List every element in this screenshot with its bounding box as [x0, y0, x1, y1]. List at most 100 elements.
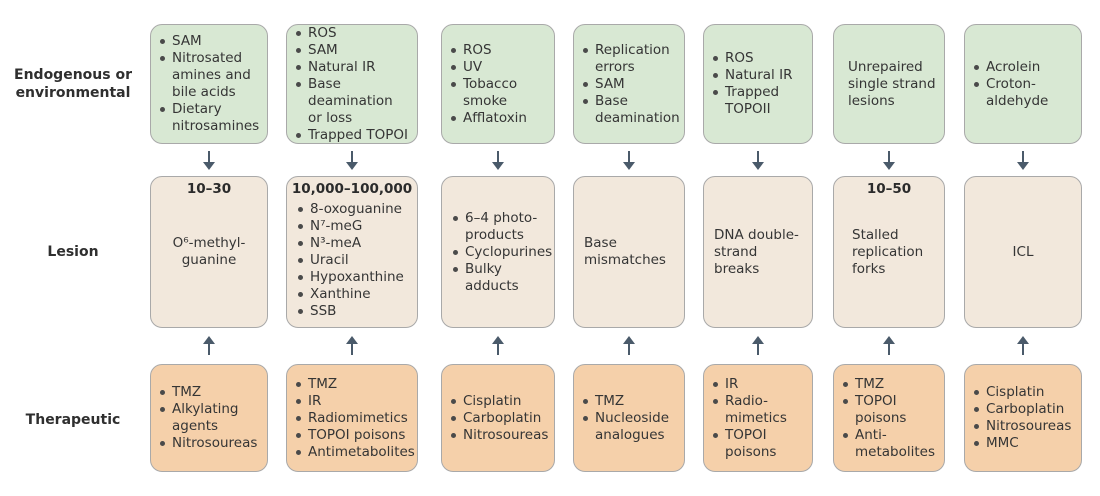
list-item: ROS [295, 25, 409, 42]
arrow-down-icon [751, 151, 765, 171]
list-item: Base deamination [582, 93, 680, 127]
lesion-label-icl: ICL [1012, 243, 1034, 260]
arrow-down-icon [491, 151, 505, 171]
therapeutic-list-col7: Cisplatin Carboplatin Nitrosoureas MMC [973, 384, 1073, 452]
arrow-up-icon [882, 335, 896, 355]
list-item: Acrolein [973, 59, 1073, 76]
list-item: Nitrosoureas [973, 418, 1073, 435]
list-item: Nucleoside analogues [582, 410, 676, 444]
list-item: Anti-metabolites [842, 427, 936, 461]
lesion-label-o6-methylguanine: O⁶-methyl- guanine [172, 235, 246, 268]
lesion-label-dna-double-strand-breaks: DNA double- strand breaks [714, 226, 799, 277]
list-item: Cisplatin [973, 384, 1073, 401]
lesion-count: 10–50 [866, 181, 912, 197]
list-item: Carboplatin [450, 410, 546, 427]
list-item: TMZ [842, 376, 936, 393]
lesion-box-col1: 10–30 O⁶-methyl- guanine [150, 176, 268, 328]
env-list-col1: SAM Nitrosated amines and bile acids Die… [159, 33, 259, 135]
list-item: Natural IR [712, 67, 804, 84]
therapeutic-box-col1: TMZ Alkylating agents Nitrosoureas [150, 364, 268, 472]
list-item: SSB [297, 303, 409, 320]
list-item: Nitrosated amines and bile acids [159, 50, 259, 101]
env-box-col2: ROS SAM Natural IR Base deamination or l… [286, 24, 418, 144]
list-item: Hypoxanthine [297, 269, 409, 286]
list-item: Carboplatin [973, 401, 1073, 418]
list-item: TMZ [295, 376, 409, 393]
arrow-down-icon [1016, 151, 1030, 171]
env-list-col5: ROS Natural IR Trapped TOPOII [712, 50, 804, 118]
list-item: TOPOI poisons [295, 427, 409, 444]
list-item: TOPOI poisons [842, 393, 936, 427]
lesion-box-col7: ICL [964, 176, 1082, 328]
arrow-up-icon [751, 335, 765, 355]
arrow-down-icon [622, 151, 636, 171]
list-item: Nitrosoureas [450, 427, 548, 444]
list-item: Base deamination or loss [295, 76, 409, 127]
therapeutic-box-col5: IR Radio-mimetics TOPOI poisons [703, 364, 813, 472]
lesion-box-col6: 10–50 Stalled replication forks [833, 176, 945, 328]
lesion-box-col4: Base mismatches [573, 176, 685, 328]
list-item: 8-oxoguanine [297, 201, 409, 218]
env-text-unrepaired-single-strand-lesions: Unrepaired single strand lesions [848, 58, 936, 109]
lesion-box-col2: 10,000–100,000 8-oxoguanine N⁷-meG N³-me… [286, 176, 418, 328]
list-item: Afflatoxin [450, 110, 546, 127]
list-item: Tobacco smoke [450, 76, 546, 110]
list-item: Radio-mimetics [712, 393, 804, 427]
lesion-count: 10,000–100,000 [291, 181, 413, 197]
env-box-col4: Replication errors SAM Base deamination [573, 24, 685, 144]
list-item: 6–4 photo-products [452, 210, 546, 244]
arrow-down-icon [202, 151, 216, 171]
arrow-down-icon [882, 151, 896, 171]
therapeutic-list-col6: TMZ TOPOI poisons Anti-metabolites [842, 376, 936, 461]
list-item: Cyclopurines [452, 244, 552, 261]
row-label-lesion: Lesion [47, 244, 99, 260]
therapeutic-box-col7: Cisplatin Carboplatin Nitrosoureas MMC [964, 364, 1082, 472]
list-item: TMZ [159, 384, 259, 401]
list-item: Radiomimetics [295, 410, 409, 427]
env-box-col6: Unrepaired single strand lesions [833, 24, 945, 144]
env-list-col4: Replication errors SAM Base deamination [582, 42, 680, 127]
list-item: ROS [712, 50, 804, 67]
therapeutic-list-col2: TMZ IR Radiomimetics TOPOI poisons Antim… [295, 376, 415, 461]
arrow-up-icon [202, 335, 216, 355]
list-item: Nitrosoureas [159, 435, 259, 452]
list-item: IR [295, 393, 409, 410]
list-item: Dietary nitrosamines [159, 101, 259, 135]
list-item: Natural IR [295, 59, 409, 76]
list-item: Cisplatin [450, 393, 546, 410]
list-item: TOPOI poisons [712, 427, 804, 461]
list-item: Xanthine [297, 286, 409, 303]
arrow-up-icon [1016, 335, 1030, 355]
therapeutic-list-col4: TMZ Nucleoside analogues [582, 393, 676, 444]
env-box-col5: ROS Natural IR Trapped TOPOII [703, 24, 813, 144]
arrow-up-icon [345, 335, 359, 355]
therapeutic-list-col5: IR Radio-mimetics TOPOI poisons [712, 376, 804, 461]
env-list-col2: ROS SAM Natural IR Base deamination or l… [295, 25, 409, 144]
list-item: SAM [159, 33, 259, 50]
list-item: Trapped TOPOII [712, 84, 804, 118]
list-item: Trapped TOPOI [295, 127, 409, 144]
list-item: Croton-aldehyde [973, 76, 1073, 110]
arrow-down-icon [345, 151, 359, 171]
list-item: Replication errors [582, 42, 676, 76]
therapeutic-box-col2: TMZ IR Radiomimetics TOPOI poisons Antim… [286, 364, 418, 472]
therapeutic-list-col1: TMZ Alkylating agents Nitrosoureas [159, 384, 259, 452]
list-item: Alkylating agents [159, 401, 259, 435]
lesion-label-stalled-replication-forks: Stalled replication forks [852, 226, 924, 277]
list-item: UV [450, 59, 546, 76]
lesion-list-col2: 8-oxoguanine N⁷-meG N³-meA Uracil Hypoxa… [297, 201, 409, 320]
env-box-col3: ROS UV Tobacco smoke Afflatoxin [441, 24, 555, 144]
list-item: SAM [582, 76, 676, 93]
list-item: N³-meA [297, 235, 409, 252]
row-label-endogenous-environmental: Endogenous or environmental [14, 67, 132, 101]
therapeutic-box-col6: TMZ TOPOI poisons Anti-metabolites [833, 364, 945, 472]
env-box-col1: SAM Nitrosated amines and bile acids Die… [150, 24, 268, 144]
arrow-up-icon [622, 335, 636, 355]
env-box-col7: Acrolein Croton-aldehyde [964, 24, 1082, 144]
list-item: Uracil [297, 252, 409, 269]
list-item: MMC [973, 435, 1073, 452]
therapeutic-box-col4: TMZ Nucleoside analogues [573, 364, 685, 472]
list-item: Antimetabolites [295, 444, 415, 461]
list-item: TMZ [582, 393, 676, 410]
env-list-col7: Acrolein Croton-aldehyde [973, 59, 1073, 110]
